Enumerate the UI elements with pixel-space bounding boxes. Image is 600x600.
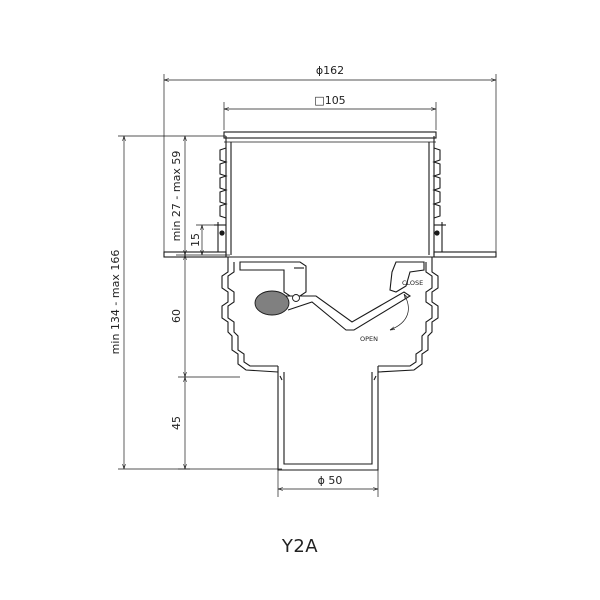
flange [163, 222, 497, 258]
upper-body-right-wall [428, 136, 441, 255]
model-caption: Y2A [281, 536, 319, 557]
open-label: OPEN [360, 335, 378, 343]
dim-text-105: □105 [314, 94, 345, 107]
close-label: CLOSE [402, 279, 423, 287]
flap-valve [254, 290, 412, 331]
dim-text-15: 15 [189, 233, 202, 247]
dim-text-total: min 134 - max 166 [109, 250, 122, 355]
upper-body-left-wall [219, 136, 232, 255]
dim-text-50: ϕ 50 [318, 474, 343, 487]
rotation-arrow [390, 294, 409, 330]
trap-baffle [239, 261, 425, 297]
lower-body [221, 256, 439, 373]
extension-lines [118, 74, 497, 497]
dimension-lines [124, 80, 496, 489]
seal-ring-right [434, 230, 440, 236]
outlet-pipe [277, 366, 379, 471]
dim-text-adjust: min 27 - max 59 [170, 151, 183, 242]
dim-text-60: 60 [170, 309, 183, 323]
seal-ring-left [219, 230, 225, 236]
dim-text-162: ϕ162 [316, 64, 344, 77]
dim-text-45: 45 [170, 416, 183, 430]
grate [223, 131, 437, 143]
